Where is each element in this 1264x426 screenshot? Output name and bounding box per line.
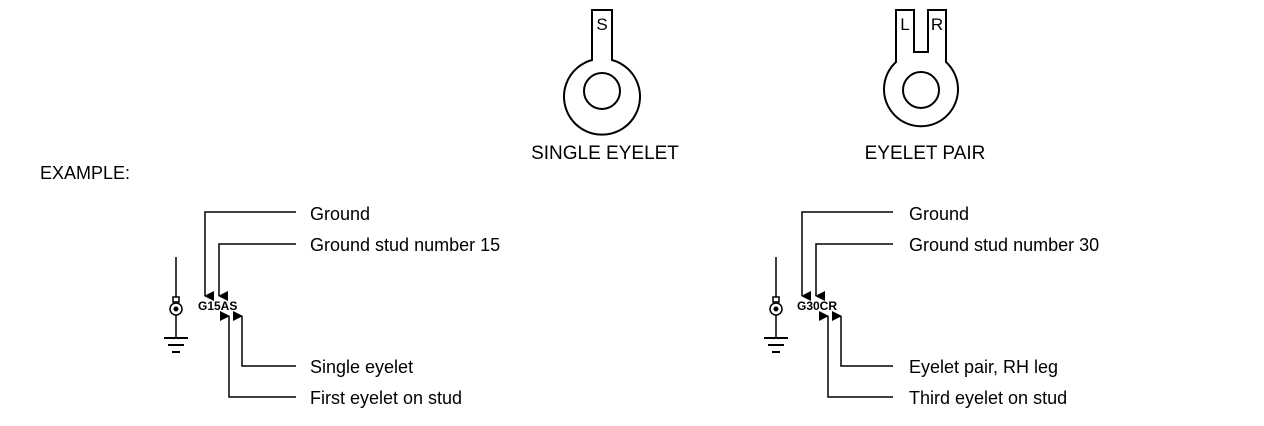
eyelet-position-arrow: [819, 311, 893, 398]
eyelet-type-arrow: [832, 311, 893, 367]
example-2: G30CR Ground Ground stud number 30 Eyele…: [764, 204, 1099, 408]
eyelet-pair-outline: [883, 9, 959, 128]
single-eyelet-caption: SINGLE EYELET: [531, 143, 679, 164]
ground-label: Ground: [310, 204, 370, 224]
single-eyelet-outline: [563, 9, 641, 136]
eyelet-pair-hole: [902, 71, 940, 109]
ground-arrow: [801, 211, 893, 301]
eyelet-position-label: Third eyelet on stud: [909, 388, 1067, 408]
ground-code: G30CR: [797, 299, 837, 313]
eyelet-position-arrow: [220, 311, 296, 398]
ground-symbol-icon: [164, 257, 188, 353]
single-eyelet-tab-label: S: [596, 15, 607, 34]
stud-number-label: Ground stud number 15: [310, 235, 500, 255]
example-1: G15AS Ground Ground stud number 15 Singl…: [164, 204, 500, 408]
eyelet-type-label: Eyelet pair, RH leg: [909, 357, 1058, 377]
ground-arrow: [204, 211, 296, 301]
eyelet-position-label: First eyelet on stud: [310, 388, 462, 408]
ground-label: Ground: [909, 204, 969, 224]
ground-symbol-icon: [764, 257, 788, 353]
eyelet-pair-right-tab-label: R: [931, 15, 943, 34]
eyelet-type-label: Single eyelet: [310, 357, 413, 377]
stud-number-arrow: [218, 243, 296, 301]
eyelet-pair-caption: EYELET PAIR: [865, 143, 986, 164]
single-eyelet-hole: [583, 72, 621, 110]
eyelet-pair-icon: L R: [883, 9, 959, 128]
example-label: EXAMPLE:: [40, 163, 130, 183]
eyelet-type-arrow: [233, 311, 296, 367]
ground-code: G15AS: [198, 299, 237, 313]
eyelet-pair-left-tab-label: L: [900, 15, 909, 34]
stud-number-label: Ground stud number 30: [909, 235, 1099, 255]
stud-number-arrow: [815, 243, 893, 301]
single-eyelet-icon: S: [563, 9, 641, 136]
